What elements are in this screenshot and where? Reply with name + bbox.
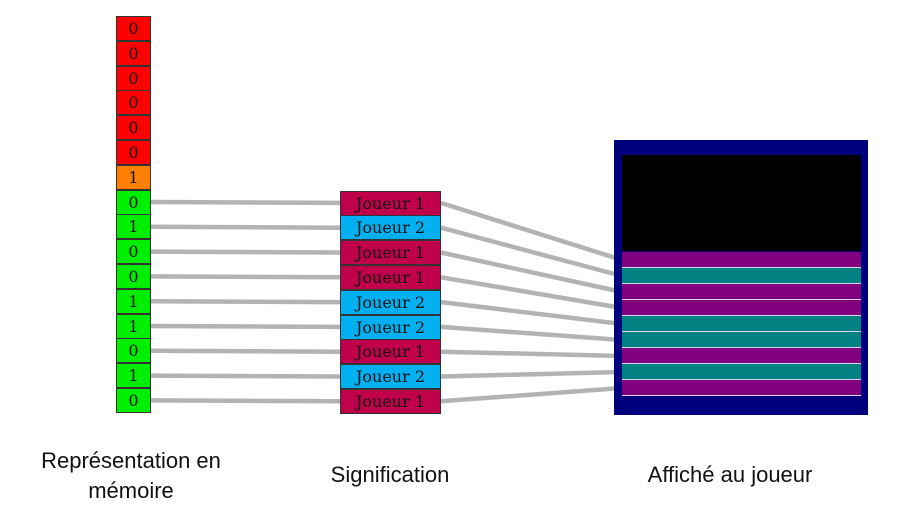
memory-bit: 1 bbox=[116, 288, 151, 314]
memory-bit: 0 bbox=[116, 115, 151, 141]
connector-memory-meaning bbox=[150, 323, 341, 330]
connector-memory-meaning bbox=[150, 199, 341, 206]
connector-meaning-display bbox=[440, 250, 623, 295]
meaning-cell: Joueur 2 bbox=[340, 314, 441, 340]
display-stripe bbox=[622, 316, 861, 332]
connector-meaning-display bbox=[440, 200, 623, 263]
display-frame bbox=[614, 140, 868, 415]
connector-memory-meaning bbox=[150, 348, 341, 354]
memory-bit: 0 bbox=[116, 40, 151, 66]
connector-meaning-display bbox=[440, 225, 623, 279]
memory-bit: 0 bbox=[116, 189, 151, 215]
memory-bit: 0 bbox=[116, 264, 151, 289]
memory-bit: 1 bbox=[116, 313, 151, 339]
memory-bit: 1 bbox=[116, 363, 151, 389]
meaning-cell: Joueur 1 bbox=[340, 264, 441, 290]
connector-meaning-display bbox=[440, 299, 623, 327]
connector-meaning-display bbox=[440, 324, 623, 343]
memory-bit: 0 bbox=[116, 16, 151, 41]
connector-memory-meaning bbox=[150, 398, 341, 404]
meaning-cell: Joueur 1 bbox=[340, 339, 441, 365]
memory-bit: 0 bbox=[116, 90, 151, 116]
meaning-cell: Joueur 2 bbox=[340, 289, 441, 315]
display-stripe bbox=[622, 252, 861, 268]
connector-memory-meaning bbox=[150, 274, 341, 280]
meaning-cell: Joueur 1 bbox=[340, 240, 441, 266]
display-stripe bbox=[622, 348, 861, 364]
display-stripe bbox=[622, 332, 861, 348]
display-stripe bbox=[622, 284, 861, 300]
memory-bit: 0 bbox=[116, 239, 151, 265]
meaning-cell: Joueur 1 bbox=[340, 190, 441, 216]
caption-memory: Représentation en mémoire bbox=[41, 448, 221, 503]
connector-memory-meaning bbox=[150, 249, 341, 255]
memory-bit: 1 bbox=[116, 214, 151, 240]
connector-meaning-display bbox=[440, 369, 623, 379]
connector-meaning-display bbox=[440, 385, 623, 404]
memory-bit: 0 bbox=[116, 388, 151, 413]
memory-bit: 0 bbox=[116, 338, 151, 364]
meaning-cell: Joueur 2 bbox=[340, 215, 441, 241]
connector-memory-meaning bbox=[150, 298, 341, 305]
meaning-cell: Joueur 1 bbox=[340, 388, 441, 414]
meaning-cell: Joueur 2 bbox=[340, 364, 441, 390]
connector-meaning-display bbox=[440, 349, 623, 359]
memory-bit: 0 bbox=[116, 140, 151, 165]
display-stripe bbox=[622, 268, 861, 284]
caption-meaning: Signification bbox=[330, 462, 450, 487]
display-stripe bbox=[622, 380, 861, 396]
memory-bit: 0 bbox=[116, 65, 151, 91]
display-screen bbox=[622, 155, 861, 251]
caption-display: Affiché au joueur bbox=[647, 462, 813, 487]
connector-meaning-display bbox=[440, 275, 623, 311]
memory-bit: 1 bbox=[116, 164, 151, 190]
connector-memory-meaning bbox=[150, 373, 341, 379]
connector-memory-meaning bbox=[150, 224, 341, 230]
display-stripe bbox=[622, 364, 861, 380]
display-stripe bbox=[622, 300, 861, 316]
